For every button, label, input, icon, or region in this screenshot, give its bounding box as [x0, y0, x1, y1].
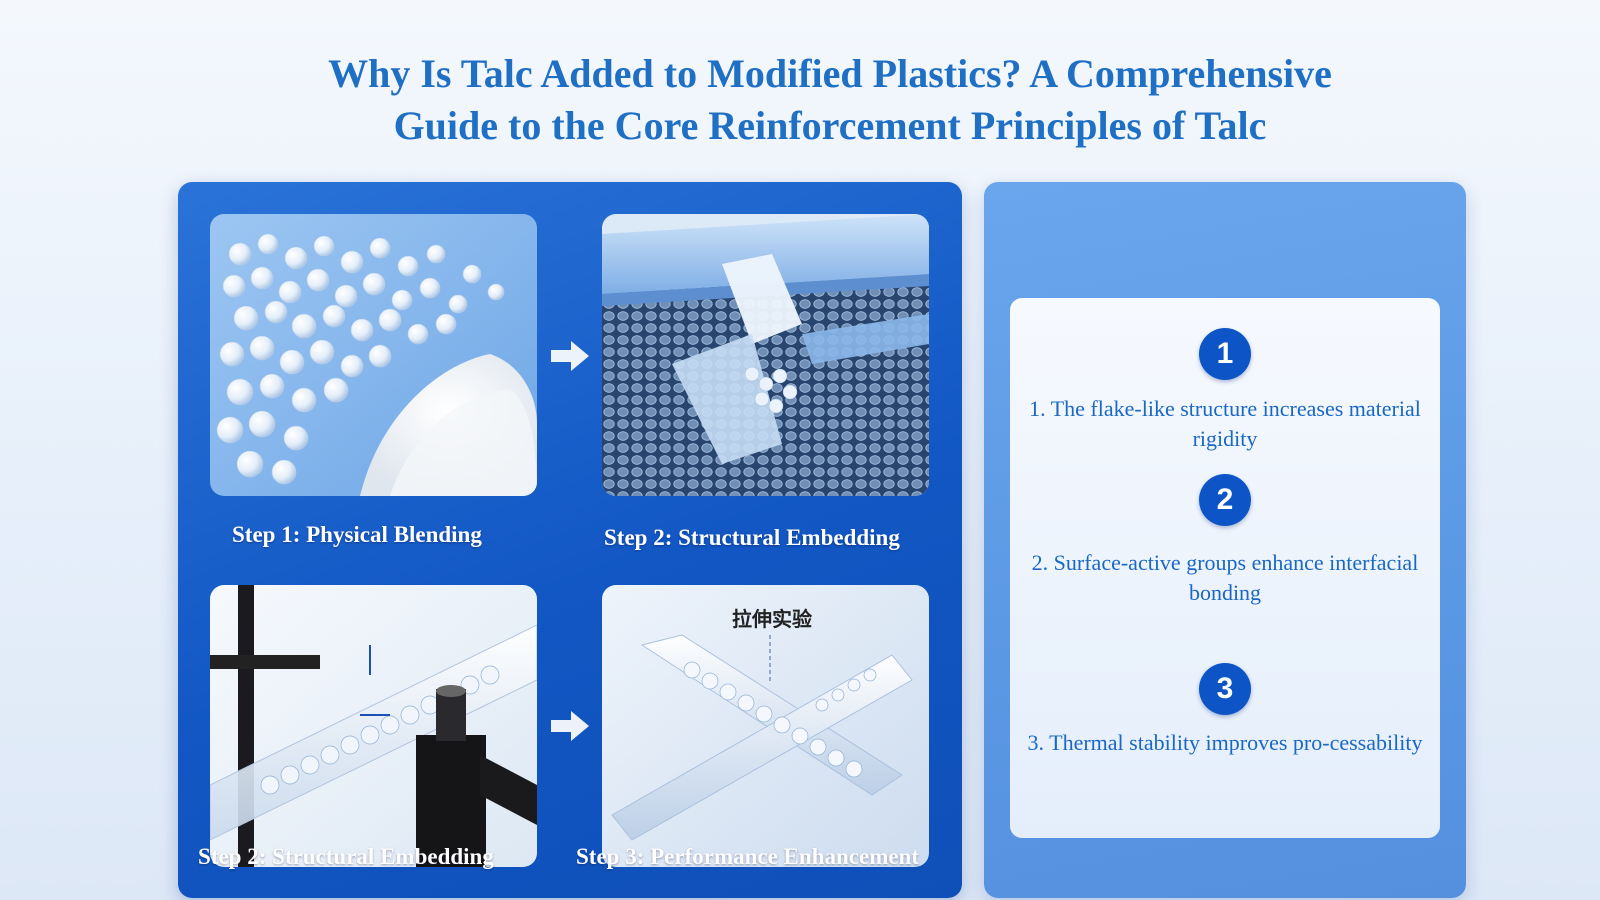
arrow-right-icon: [551, 341, 589, 371]
number-badge-3: 3: [1199, 663, 1251, 715]
principle-3-text: 3. Thermal stability improves pro-cessab…: [1027, 730, 1423, 755]
title-line-1: Why Is Talc Added to Modified Plastics? …: [328, 51, 1332, 96]
step-3-caption: Step 2: Structural Embedding: [198, 844, 494, 869]
principles-panel: 1 1. The flake-like structure increases …: [984, 182, 1466, 898]
tensile-test-label: 拉伸实验: [732, 607, 812, 631]
step-1-caption: Step 1: Physical Blending: [232, 522, 482, 547]
step-3-image: [210, 585, 537, 867]
title-line-2: Guide to the Core Reinforcement Principl…: [393, 103, 1267, 148]
steps-panel: Step 1: Physical Blending Step 2: Struct…: [178, 182, 962, 898]
step-1-image: [210, 214, 537, 496]
principle-1-text: 1. The flake-like structure increases ma…: [1029, 396, 1421, 451]
page-title: Why Is Talc Added to Modified Plastics? …: [0, 48, 1600, 152]
principles-card: 1 1. The flake-like structure increases …: [1010, 298, 1440, 838]
step-2-caption: Step 2: Structural Embedding: [604, 525, 900, 550]
step-2-image: [602, 214, 929, 496]
number-badge-1: 1: [1199, 328, 1251, 380]
number-badge-2: 2: [1199, 474, 1251, 526]
step-4-caption: Step 3: Performance Enhancement: [576, 844, 920, 869]
principle-2-text: 2. Surface-active groups enhance interfa…: [1031, 550, 1419, 605]
step-4-image: 拉伸实验: [602, 585, 929, 867]
arrow-right-icon: [551, 711, 589, 741]
